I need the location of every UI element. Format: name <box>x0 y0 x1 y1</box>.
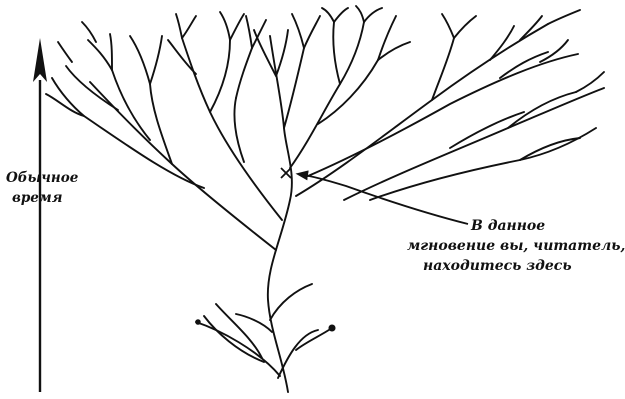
time-arrow <box>33 38 47 392</box>
time-tree <box>46 6 604 392</box>
time-axis-label-line1: Обычное <box>6 172 78 186</box>
note-line-3: находитесь здесь <box>423 259 572 273</box>
note-line-2: мгновение вы, читатель, <box>407 239 625 253</box>
note-line-1: В данное <box>471 219 545 233</box>
time-axis-label-line2: время <box>12 192 62 206</box>
here-marker-cross <box>281 168 291 178</box>
